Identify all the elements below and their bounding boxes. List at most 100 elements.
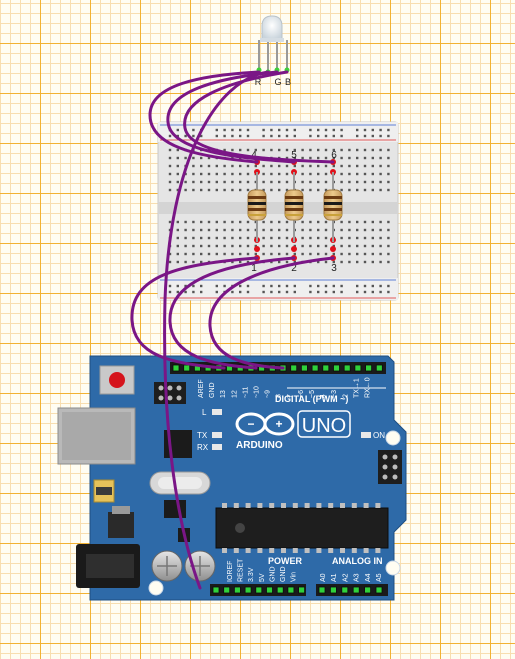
breadboard-hole[interactable] xyxy=(285,128,289,132)
breadboard-hole[interactable] xyxy=(340,220,343,224)
wire-col1-to-pin11[interactable] xyxy=(130,256,259,370)
breadboard-hole[interactable] xyxy=(348,252,351,256)
header-pin[interactable] xyxy=(311,364,319,372)
breadboard-hole[interactable] xyxy=(192,290,195,294)
breadboard-hole[interactable] xyxy=(356,260,359,264)
breadboard-hole[interactable] xyxy=(363,156,367,160)
breadboard-hole[interactable] xyxy=(340,172,343,176)
breadboard-hole[interactable] xyxy=(309,164,312,168)
breadboard-hole[interactable] xyxy=(379,156,382,160)
breadboard-hole[interactable] xyxy=(278,228,281,232)
breadboard-hole[interactable] xyxy=(192,134,195,138)
breadboard-hole[interactable] xyxy=(371,156,374,160)
breadboard-hole[interactable] xyxy=(215,252,218,256)
breadboard-hole[interactable] xyxy=(309,228,312,232)
breadboard-hole[interactable] xyxy=(262,220,265,224)
breadboard-hole[interactable] xyxy=(293,284,296,288)
breadboard-hole[interactable] xyxy=(215,236,218,240)
breadboard-hole[interactable] xyxy=(371,252,374,256)
breadboard-hole[interactable] xyxy=(348,164,351,168)
breadboard-hole[interactable] xyxy=(285,220,289,224)
breadboard-hole[interactable] xyxy=(176,188,179,192)
breadboard-hole[interactable] xyxy=(387,164,390,168)
breadboard-hole[interactable] xyxy=(356,252,359,256)
breadboard-hole[interactable] xyxy=(301,228,304,232)
breadboard-hole[interactable] xyxy=(262,244,265,248)
breadboard-hole[interactable] xyxy=(387,244,390,248)
breadboard-hole[interactable] xyxy=(246,134,250,138)
breadboard-hole[interactable] xyxy=(168,164,172,168)
breadboard-hole[interactable] xyxy=(285,236,289,240)
breadboard-hole[interactable] xyxy=(324,188,328,192)
breadboard-hole[interactable] xyxy=(309,134,312,138)
breadboard-hole[interactable] xyxy=(301,252,304,256)
breadboard-hole[interactable] xyxy=(379,228,382,232)
breadboard-hole[interactable] xyxy=(324,236,328,240)
breadboard-hole[interactable] xyxy=(176,180,179,184)
breadboard-hole[interactable] xyxy=(215,188,218,192)
breadboard-hole[interactable] xyxy=(371,134,374,138)
breadboard-hole[interactable] xyxy=(348,220,351,224)
header-pin[interactable] xyxy=(322,364,330,372)
breadboard-hole[interactable] xyxy=(371,148,374,152)
breadboard-hole[interactable] xyxy=(200,220,203,224)
breadboard-hole[interactable] xyxy=(340,134,343,138)
breadboard-hole[interactable] xyxy=(231,236,234,240)
breadboard-hole[interactable] xyxy=(239,236,242,240)
breadboard-hole[interactable] xyxy=(387,284,390,288)
breadboard-hole[interactable] xyxy=(184,284,187,288)
breadboard-hole[interactable] xyxy=(309,284,312,288)
breadboard-hole[interactable] xyxy=(184,220,187,224)
breadboard-hole[interactable] xyxy=(332,244,335,248)
breadboard-hole[interactable] xyxy=(278,252,281,256)
breadboard-hole[interactable] xyxy=(278,260,281,264)
header-pin[interactable] xyxy=(172,364,180,372)
breadboard-hole[interactable] xyxy=(176,172,179,176)
breadboard-hole[interactable] xyxy=(371,244,374,248)
wire-led-r-to-col4[interactable] xyxy=(148,70,261,164)
breadboard-hole[interactable] xyxy=(200,188,203,192)
breadboard-hole[interactable] xyxy=(317,290,320,294)
breadboard-hole[interactable] xyxy=(356,236,359,240)
breadboard-hole[interactable] xyxy=(223,188,226,192)
breadboard-hole[interactable] xyxy=(239,252,242,256)
breadboard-hole[interactable] xyxy=(231,128,234,132)
breadboard-hole[interactable] xyxy=(223,228,226,232)
breadboard-hole[interactable] xyxy=(192,164,195,168)
breadboard-hole[interactable] xyxy=(356,220,359,224)
breadboard-hole[interactable] xyxy=(293,244,296,248)
breadboard-hole[interactable] xyxy=(215,228,218,232)
breadboard-hole[interactable] xyxy=(363,290,367,294)
wire-led-b-to-col6[interactable] xyxy=(183,70,335,164)
breadboard-hole[interactable] xyxy=(324,128,328,132)
breadboard-hole[interactable] xyxy=(215,220,218,224)
breadboard-hole[interactable] xyxy=(231,252,234,256)
breadboard-hole[interactable] xyxy=(285,284,289,288)
breadboard-hole[interactable] xyxy=(262,148,265,152)
breadboard-hole[interactable] xyxy=(363,252,367,256)
breadboard-hole[interactable] xyxy=(348,156,351,160)
breadboard-hole[interactable] xyxy=(184,180,187,184)
breadboard-hole[interactable] xyxy=(262,188,265,192)
breadboard-hole[interactable] xyxy=(371,128,374,132)
breadboard-hole[interactable] xyxy=(168,148,172,152)
breadboard-hole[interactable] xyxy=(231,244,234,248)
breadboard-hole[interactable] xyxy=(387,220,390,224)
breadboard-hole[interactable] xyxy=(387,180,390,184)
breadboard-hole[interactable] xyxy=(246,188,250,192)
header-pin[interactable] xyxy=(341,586,349,594)
breadboard-hole[interactable] xyxy=(285,134,289,138)
breadboard-hole[interactable] xyxy=(207,220,211,224)
breadboard-hole[interactable] xyxy=(239,134,242,138)
header-pin[interactable] xyxy=(290,364,298,372)
breadboard-hole[interactable] xyxy=(215,128,218,132)
header-pin[interactable] xyxy=(298,586,306,594)
breadboard-hole[interactable] xyxy=(309,188,312,192)
breadboard-hole[interactable] xyxy=(309,180,312,184)
breadboard-hole[interactable] xyxy=(293,156,296,160)
breadboard-hole[interactable] xyxy=(356,244,359,248)
breadboard-hole[interactable] xyxy=(356,148,359,152)
breadboard-hole[interactable] xyxy=(379,260,382,264)
breadboard-hole[interactable] xyxy=(340,236,343,240)
resistor-1[interactable] xyxy=(247,172,267,242)
